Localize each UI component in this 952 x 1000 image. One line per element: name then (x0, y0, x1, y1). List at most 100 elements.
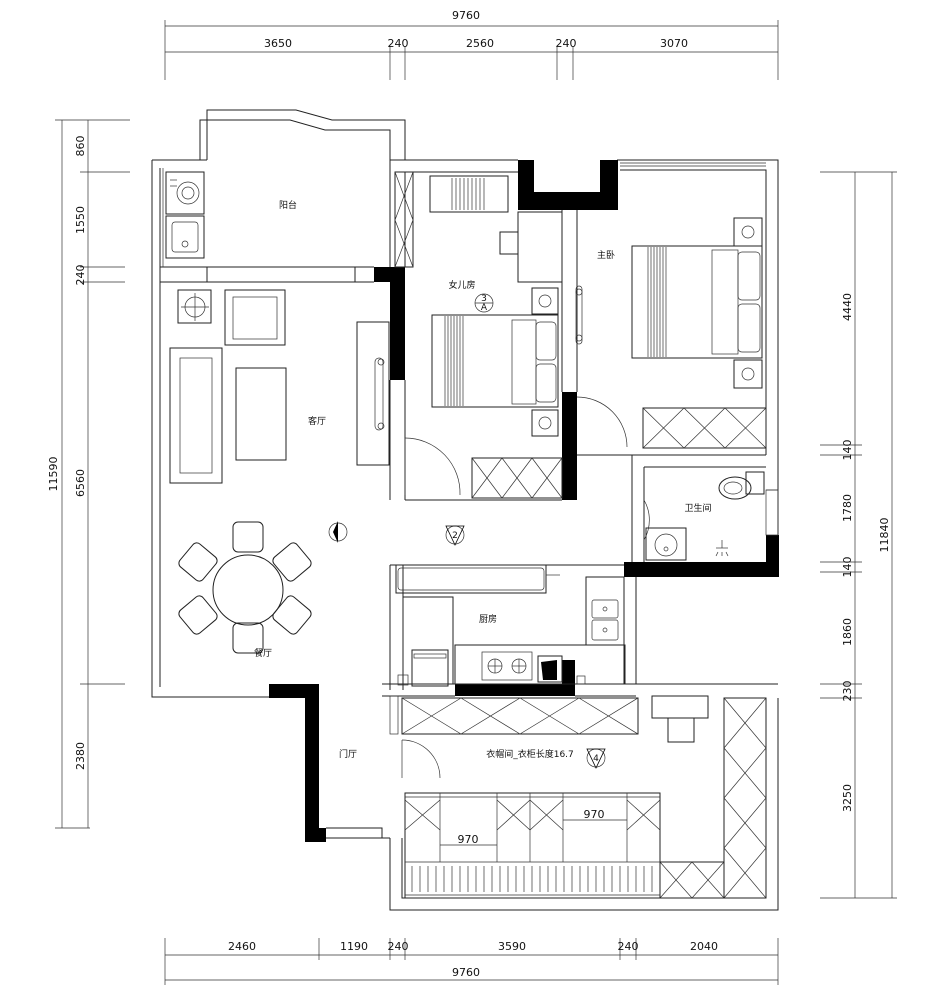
left-dimension-3: 240 (74, 265, 87, 286)
dining-chair (178, 542, 218, 582)
kitchen-sink-icon (591, 599, 619, 641)
master-nightstand (733, 217, 763, 247)
interior-walls (160, 160, 766, 697)
svg-text:A: A (481, 303, 488, 313)
bottom-dimension-1: 2460 (228, 940, 256, 953)
right-dimension-3: 1780 (841, 494, 854, 522)
toilet-tank (745, 471, 765, 495)
room-label-bathroom: 卫生间 (684, 502, 711, 514)
top-dimension-5: 3070 (660, 37, 688, 50)
wardrobe-width-right: 970 (584, 808, 605, 821)
kitchen-counter-left (402, 596, 454, 685)
nightstand (531, 287, 559, 315)
washing-machine (165, 171, 205, 215)
nightstand (531, 409, 559, 437)
refrigerator (537, 655, 563, 683)
right-dimension-chain: 11840 4440 140 1780 140 1860 230 3250 (820, 171, 897, 899)
section-marker-icon: 4 (586, 748, 606, 769)
svg-text:2: 2 (452, 531, 458, 541)
solid-walls (269, 160, 779, 842)
washer-drum-icon (176, 181, 200, 205)
bottom-dimension-2: 1190 (340, 940, 368, 953)
bed-headboard-hatch (444, 316, 464, 406)
dining-chair (232, 622, 264, 654)
hatch-lines (451, 178, 485, 210)
daughter-shelf (517, 211, 563, 283)
dining-chair (272, 542, 312, 582)
door-swing (404, 437, 461, 496)
living-room-area: 客厅 (169, 289, 390, 543)
room-label-foyer: 门厅 (339, 748, 357, 760)
top-dimension-4: 240 (556, 37, 577, 50)
daughter-desk (429, 175, 509, 213)
dining-chair (178, 595, 218, 635)
daughter-bed (431, 314, 559, 408)
armchair (224, 289, 286, 346)
bottom-dimension-3: 240 (388, 940, 409, 953)
svg-text:3: 3 (481, 294, 487, 304)
kitchen-appliance (411, 649, 449, 687)
kitchen-counter-bottom (454, 644, 626, 685)
room-label-kitchen: 厨房 (479, 613, 497, 625)
bathroom-area: 卫生间 (643, 471, 765, 561)
left-dimension-4: 6560 (74, 469, 87, 497)
bottom-dimension-4: 3590 (498, 940, 526, 953)
corner-wardrobe (659, 861, 725, 899)
room-label-living-room: 客厅 (308, 415, 326, 427)
master-bed (631, 245, 763, 359)
room-label-balcony: 阳台 (279, 199, 297, 211)
wardrobe-island (404, 792, 661, 899)
right-wardrobe (723, 697, 767, 899)
right-dimension-7: 3250 (841, 784, 854, 812)
room-label-dining-room: 餐厅 (254, 647, 272, 659)
room-label-cloakroom: 衣帽间_衣柜长度16.7 (486, 748, 574, 760)
index-mark-icon: 3 A (474, 293, 494, 313)
door-swing (576, 396, 628, 448)
side-table (177, 289, 212, 324)
right-total-dimension: 11840 (878, 518, 891, 553)
bottom-dimension-chain: 2460 1190 240 3590 240 2040 9760 (164, 938, 779, 985)
coffee-table (235, 367, 287, 461)
laundry-sink (165, 215, 205, 259)
shower-head-icon (715, 540, 729, 557)
foyer-area: 门厅 2 (339, 525, 465, 779)
master-bed-headboard-hatch (647, 247, 667, 357)
daughter-chair (499, 231, 519, 255)
kitchen-counter-right (585, 576, 625, 646)
room-label-daughter-room: 女儿房 (448, 279, 475, 291)
dining-area: 餐厅 (178, 521, 312, 659)
left-dimension-5: 2380 (74, 742, 87, 770)
daughter-wardrobe-bottom (471, 457, 563, 499)
kitchen-upper-counter (395, 564, 547, 594)
toilet-bowl-icon (718, 476, 752, 500)
daughter-room-area: 女儿房 3 A (394, 171, 563, 499)
bottom-dimension-5: 240 (618, 940, 639, 953)
bottom-total-dimension: 9760 (452, 966, 480, 979)
balcony-area: 阳台 (165, 171, 297, 259)
right-dimension-4: 140 (841, 557, 854, 578)
right-dimension-6: 230 (841, 681, 854, 702)
sofa (169, 347, 223, 484)
daughter-wardrobe (394, 171, 414, 268)
top-total-dimension: 9760 (452, 9, 480, 22)
section-marker-icon (328, 521, 348, 543)
right-dimension-5: 1860 (841, 618, 854, 646)
vanity-table (651, 695, 709, 719)
upper-wardrobe (401, 697, 639, 735)
bottom-dimension-6: 2040 (690, 940, 718, 953)
svg-text:4: 4 (593, 754, 599, 764)
top-dimension-3: 2560 (466, 37, 494, 50)
vanity-stool (667, 717, 695, 743)
left-total-dimension: 11590 (47, 457, 60, 492)
section-marker-icon: 2 (445, 525, 465, 546)
kitchen-area: 厨房 (395, 564, 626, 687)
right-dimension-2: 140 (841, 440, 854, 461)
dining-chair (232, 521, 264, 553)
windows (162, 162, 779, 735)
drawer-pattern (411, 866, 653, 892)
left-dimension-1: 860 (74, 136, 87, 157)
wardrobe-width-left: 970 (458, 833, 479, 846)
dining-chair (272, 595, 312, 635)
